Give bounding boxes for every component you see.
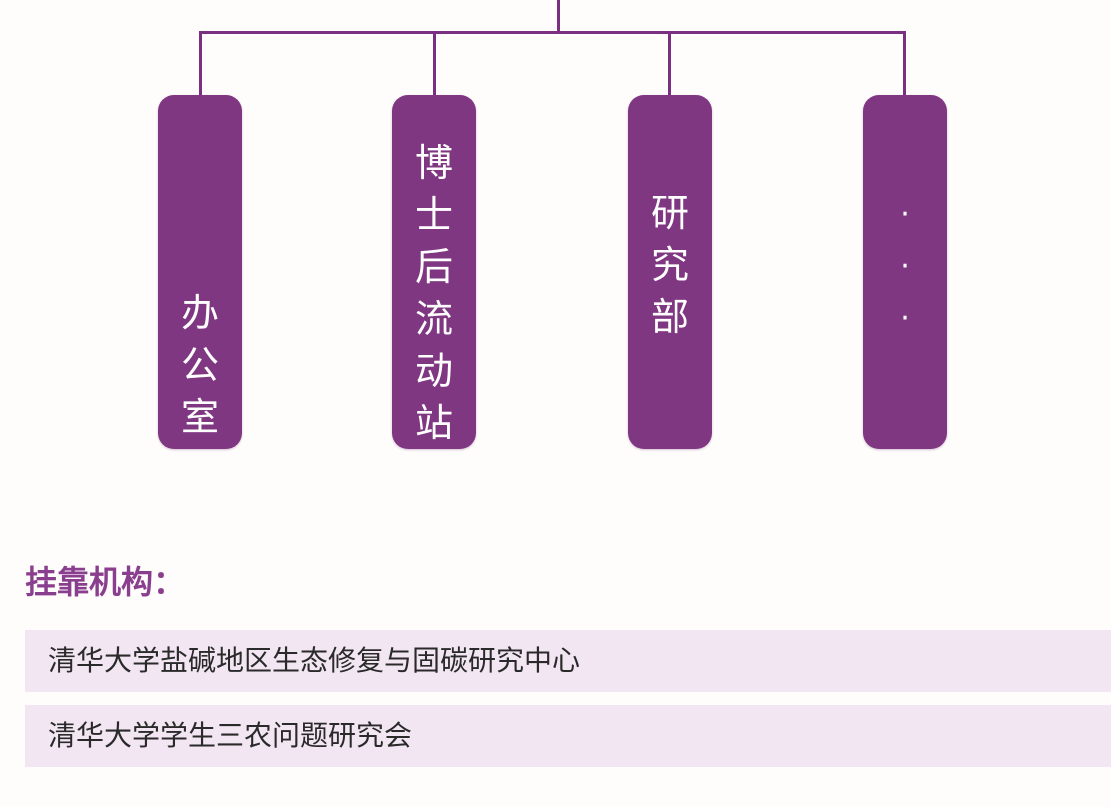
trunk-line	[557, 0, 560, 33]
branch-line-more	[903, 31, 906, 97]
affiliate-row: 清华大学学生三农问题研究会	[25, 705, 1111, 767]
affiliates-title: 挂靠机构：	[25, 563, 186, 601]
unit-label-research-dept: 研 究 部	[650, 191, 689, 339]
unit-label-office: 办 公 室	[180, 291, 219, 439]
unit-label-more: · · ·	[900, 197, 910, 336]
unit-label-postdoc-station: 博 士 后 流 动 站	[414, 141, 453, 445]
horizontal-bus-line	[199, 31, 906, 34]
branch-line-research	[668, 31, 671, 97]
unit-box-more: · · ·	[863, 95, 947, 449]
affiliate-name: 清华大学学生三农问题研究会	[48, 719, 413, 752]
unit-box-postdoc-station: 博 士 后 流 动 站	[392, 95, 476, 449]
branch-line-office	[199, 31, 202, 97]
unit-box-research-dept: 研 究 部	[628, 95, 712, 449]
affiliate-name: 清华大学盐碱地区生态修复与固碳研究中心	[48, 644, 581, 677]
affiliate-row: 清华大学盐碱地区生态修复与固碳研究中心	[25, 630, 1111, 692]
branch-line-postdoc	[433, 31, 436, 97]
unit-box-office: 办 公 室	[158, 95, 242, 449]
